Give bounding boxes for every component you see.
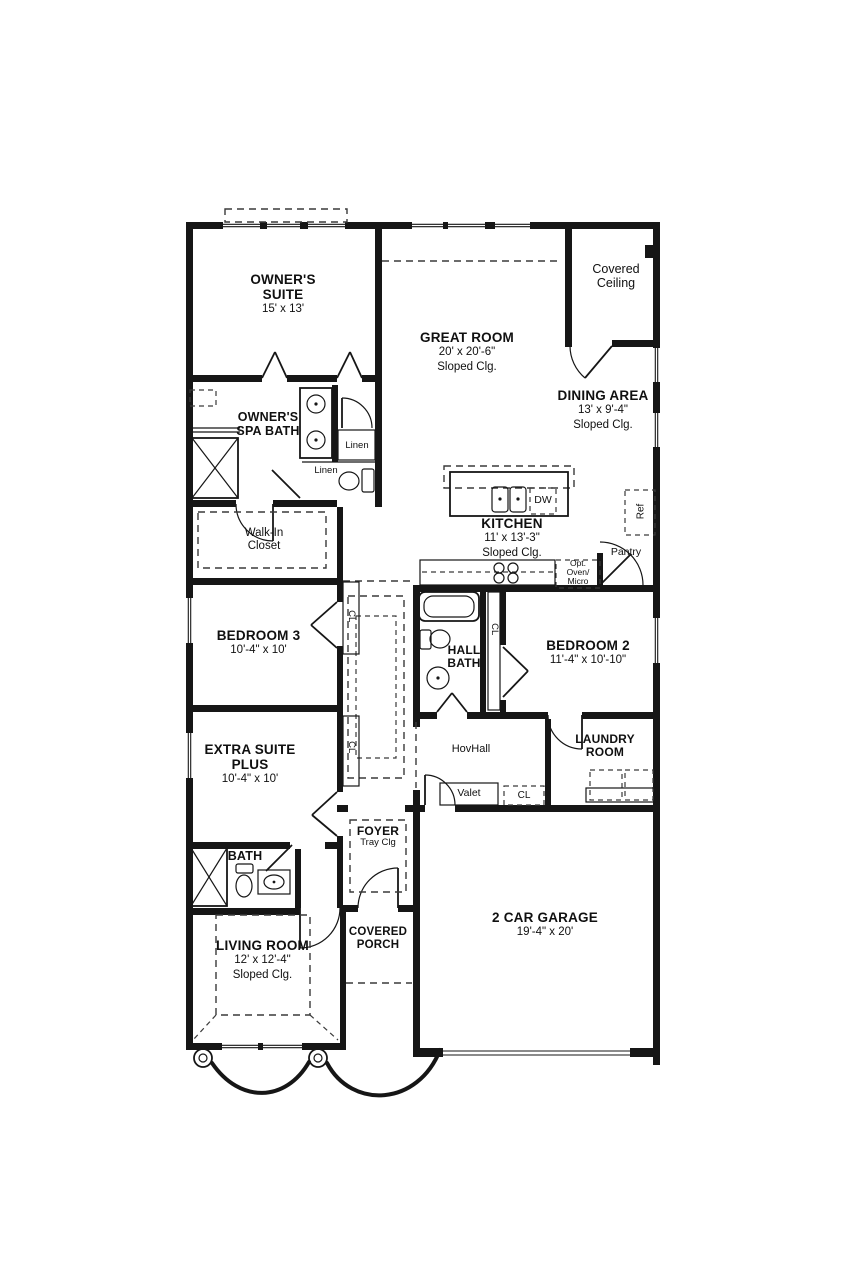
landscape-curves	[210, 1048, 442, 1098]
extra-suite-closet-icon	[342, 715, 360, 787]
window-icon	[412, 222, 443, 229]
window-icon	[222, 1043, 258, 1050]
window-icon	[448, 222, 485, 229]
dashed-features	[189, 208, 656, 1041]
room-label-extra-suite-plus: EXTRA SUITE PLUS 10'-4" x 10'	[204, 742, 296, 786]
room-label-bedroom-2: BEDROOM 2 11'-4" x 10'-10"	[546, 638, 630, 667]
window-icon	[267, 222, 300, 229]
room-label-walk-in-closet: Walk-In Closet	[244, 527, 284, 553]
owners-vanity-icon	[299, 387, 333, 459]
window-icon	[653, 348, 660, 382]
room-label-owners-spa-bath: OWNER'S SPA BATH	[236, 410, 300, 438]
refrigerator-icon	[624, 489, 656, 536]
opt-oven-outline	[555, 559, 601, 589]
room-label-living-room: LIVING ROOM 12' x 12'-4" Sloped Clg.	[216, 938, 309, 982]
refrigerator-label: Ref	[635, 503, 647, 520]
owners-toilet-icon	[338, 468, 375, 493]
door-arc-icon	[569, 345, 613, 379]
closet-outline	[503, 785, 545, 806]
window-icon	[223, 222, 260, 229]
bath-toilet-icon	[235, 863, 254, 898]
living-ceiling	[215, 914, 311, 1016]
windows	[186, 222, 660, 1056]
porch-column-icon	[193, 1048, 213, 1068]
room-label-bedroom-3: BEDROOM 3 10'-4" x 10'	[216, 628, 301, 657]
pantry-label: Pantry	[610, 546, 642, 558]
porch-column-icon	[308, 1048, 328, 1068]
doors	[235, 345, 644, 949]
double-door-icon	[261, 351, 288, 379]
bath-sink-icon	[257, 869, 291, 895]
interior-walls	[186, 222, 660, 1055]
room-label-foyer: FOYER Tray Clg	[356, 824, 400, 849]
closet-label: CL	[517, 790, 531, 801]
closet-label: CL	[489, 623, 501, 636]
opt-oven-label: Opt. Oven/ Micro	[566, 558, 590, 586]
kitchen-counter-icon	[419, 559, 556, 586]
door-leaf-icon	[271, 469, 301, 499]
door-arc-icon	[547, 714, 583, 750]
bedroom3-closet-icon	[342, 581, 360, 655]
hall-sink-icon	[426, 666, 450, 690]
room-label-garage: 2 CAR GARAGE 19'-4" x 20'	[492, 910, 598, 939]
window-icon	[495, 222, 530, 229]
linen-closet-icon	[302, 429, 376, 463]
double-door-icon	[311, 791, 338, 837]
window-icon	[263, 1043, 302, 1050]
bedroom2-closet-icon	[487, 591, 501, 711]
double-door-icon	[310, 601, 338, 649]
linen-label: Linen	[314, 465, 338, 476]
bay-outline	[224, 208, 348, 223]
room-label-owners-suite: OWNER'S SUITE 15' x 13'	[250, 272, 316, 316]
kitchen-island-icon	[449, 471, 569, 517]
door-arc-icon	[341, 397, 373, 429]
valet-bench-icon	[439, 782, 499, 806]
door-leaf-icon	[265, 844, 293, 872]
dryer-icon	[624, 769, 654, 801]
door-arc-icon	[235, 503, 274, 542]
dishwasher-label: DW	[534, 494, 552, 506]
dishwasher-icon	[529, 487, 557, 515]
island-overhang	[443, 465, 575, 489]
double-door-icon	[502, 646, 529, 698]
room-label-great-room: GREAT ROOM 20' x 20'-6" Sloped Clg.	[420, 330, 514, 374]
hall-toilet-icon	[419, 629, 451, 650]
gallery-ceiling	[347, 595, 405, 779]
washer-icon	[589, 769, 623, 801]
closet-label: CL	[346, 610, 358, 623]
window-icon	[186, 733, 193, 778]
room-label-bath: BATH	[227, 849, 263, 863]
window-icon	[186, 598, 193, 643]
linen-label: Linen	[345, 440, 369, 451]
window-icon	[653, 618, 660, 663]
window-icon	[653, 413, 660, 447]
room-label-dining-area: DINING AREA 13' x 9'-4" Sloped Clg.	[557, 388, 649, 432]
room-label-hall-bath: HALL BATH	[447, 643, 481, 671]
room-label-laundry-room: LAUNDRY ROOM	[575, 732, 635, 760]
door-arc-icon	[599, 541, 644, 586]
room-label-kitchen: KITCHEN 11' x 13'-3" Sloped Clg.	[481, 516, 543, 560]
door-arc-icon	[357, 867, 399, 909]
double-door-icon	[436, 692, 468, 713]
walkin-ceiling	[197, 511, 327, 569]
valet-label: Valet	[457, 787, 481, 799]
hall-bathtub-icon	[418, 591, 480, 622]
window-icon	[308, 222, 345, 229]
door-arc-icon	[424, 774, 456, 806]
room-label-covered-porch: COVERED PORCH	[348, 926, 408, 951]
double-door-icon	[336, 351, 363, 379]
fixtures	[190, 245, 658, 1098]
foyer-tray-ceiling	[349, 819, 407, 893]
closet-label: CL	[346, 741, 358, 754]
bath-shower-icon	[190, 847, 228, 907]
room-label-hov-hall: HovHall	[451, 743, 491, 755]
room-label-covered-ceiling: Covered Ceiling	[592, 262, 640, 291]
garage-door-icon	[443, 1050, 630, 1056]
owners-shower-icon	[191, 427, 240, 499]
column-marker	[645, 245, 658, 258]
laundry-counter-icon	[585, 787, 656, 803]
